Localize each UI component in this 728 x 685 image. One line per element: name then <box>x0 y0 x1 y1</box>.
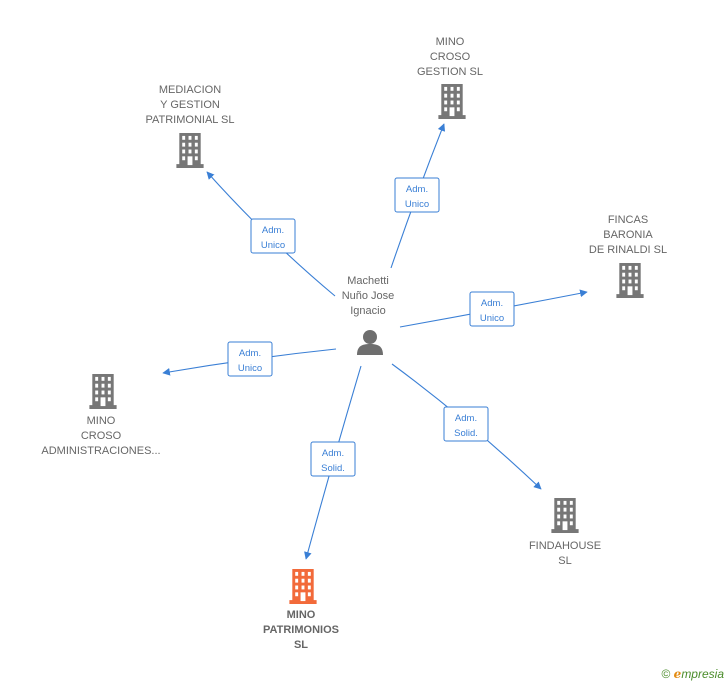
copyright-symbol: © <box>661 667 671 681</box>
node-label-line: PATRIMONIOS <box>263 624 339 636</box>
edge-mino-croso-admin: Adm. Unico <box>162 341 337 377</box>
node-label-line: MEDIACION <box>159 84 221 96</box>
edge-label-text: Solid. <box>321 463 345 474</box>
edge-label-text: Adm. <box>481 298 503 309</box>
node-label-line: ADMINISTRACIONES... <box>41 445 160 457</box>
footer-brand: © empresia <box>661 667 724 681</box>
edge-fincas-baronia: Adm. Unico <box>399 289 588 328</box>
node-label-line: PATRIMONIAL SL <box>145 114 234 126</box>
building-icon <box>176 133 204 168</box>
node-fincas-baronia[interactable]: FINCAS BARONIA DE RINALDI SL <box>589 214 667 298</box>
node-label-line: Y GESTION <box>160 99 220 111</box>
edge-mediacion: Adm. Unico <box>206 171 336 297</box>
edges-layer: Adm.UnicoAdm.UnicoAdm.UnicoAdm.UnicoAdm.… <box>162 123 588 560</box>
building-icon <box>89 374 117 409</box>
node-label-line: FINCAS <box>608 214 648 226</box>
building-icon <box>551 498 579 533</box>
building-icon <box>438 84 466 119</box>
node-findahouse[interactable]: FINDAHOUSE SL <box>529 498 601 567</box>
edge-label-box[interactable] <box>250 218 296 254</box>
center-label-line-3: Ignacio <box>350 305 385 317</box>
edge-label-text: Adm. <box>322 448 344 459</box>
person-icon <box>357 330 383 355</box>
node-label-line: CROSO <box>81 430 122 442</box>
building-icon <box>616 263 644 298</box>
node-mediacion[interactable]: MEDIACION Y GESTION PATRIMONIAL SL <box>145 84 235 168</box>
node-label-line: FINDAHOUSE <box>529 540 601 552</box>
node-label-line: DE RINALDI SL <box>589 244 667 256</box>
edge-label-text: Unico <box>261 240 285 251</box>
edge-findahouse: Adm. Solid. <box>391 363 542 490</box>
edge-label-text: Unico <box>238 363 262 374</box>
node-mino-croso-admin[interactable]: MINO CROSO ADMINISTRACIONES... <box>41 374 161 457</box>
center-label-line-2: Nuño Jose <box>342 290 395 302</box>
node-label-line: GESTION SL <box>417 66 483 78</box>
edge-label-text: Solid. <box>454 428 478 439</box>
node-label-line: SL <box>294 639 308 651</box>
center-label-line-1: Machetti <box>347 275 389 287</box>
edge-label-text: Adm. <box>262 225 284 236</box>
edge-label-box[interactable] <box>469 291 515 327</box>
edge-label-text: Unico <box>480 313 504 324</box>
node-mino-patrimonios[interactable]: MINO PATRIMONIOS SL <box>263 569 339 651</box>
edge-label-box[interactable] <box>310 441 356 477</box>
node-label-line: BARONIA <box>603 229 653 241</box>
edge-label-box[interactable] <box>394 177 440 213</box>
node-label-line: SL <box>558 555 571 567</box>
node-label-line: CROSO <box>430 51 471 63</box>
edge-label-text: Adm. <box>239 348 261 359</box>
center-person[interactable]: Machetti Nuño Jose Ignacio <box>342 275 395 355</box>
edge-mino-croso-gestion: Adm. Unico <box>390 123 446 269</box>
node-label-line: MINO <box>436 36 465 48</box>
brand-logo-text: mpresia <box>681 667 724 681</box>
edge-label-text: Adm. <box>455 413 477 424</box>
node-mino-croso-gestion[interactable]: MINO CROSO GESTION SL <box>417 36 483 119</box>
node-label-line: MINO <box>87 415 116 427</box>
nodes-layer: MINO CROSO GESTION SL MEDIACION Y GESTION PAT… <box>41 36 667 651</box>
building-icon <box>289 569 317 604</box>
edge-label-text: Unico <box>405 199 429 210</box>
edge-label-box[interactable] <box>227 341 273 377</box>
node-label-line: MINO <box>287 609 316 621</box>
brand-logo-initial: e <box>673 667 682 681</box>
edge-label-text: Adm. <box>406 184 428 195</box>
edge-label-box[interactable] <box>443 406 489 442</box>
edge-mino-patrimonios: Adm. Solid. <box>304 365 362 560</box>
